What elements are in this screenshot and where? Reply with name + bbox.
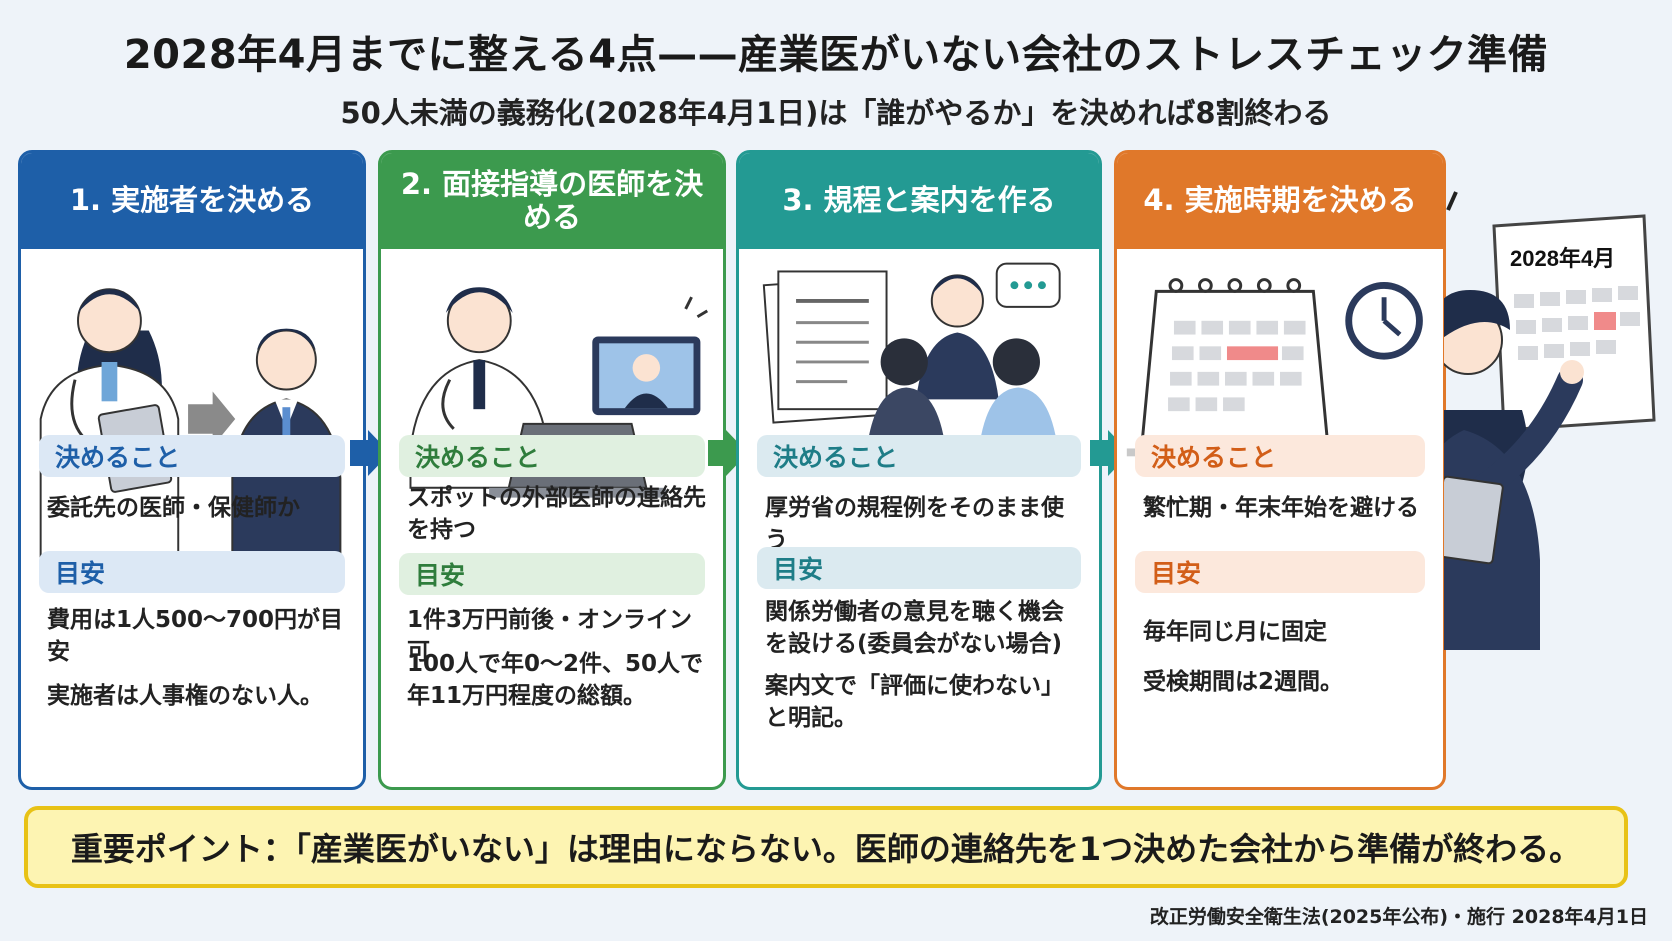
step-card-1: 1. 実施者を決める 決めること 委託先の医師・保健師か 目安 費 — [18, 150, 366, 790]
step-1-decide-label: 決めること — [39, 435, 345, 477]
presenter-illustration: 2028年4月 — [1403, 190, 1672, 670]
step-3-guide-text-2: 案内文で「評価に使わない」と明記。 — [765, 673, 1064, 731]
key-point-text: 重要ポイント：「産業医がいない」は理由にならない。医師の連絡先を1つ決めた会社か… — [70, 830, 1582, 868]
wall-calendar-icon — [1427, 191, 1656, 432]
step-1-heading: 1. 実施者を決める — [21, 153, 363, 249]
step-1-illustration — [21, 249, 363, 589]
meeting-people-icon — [866, 274, 1058, 449]
step-card-2: 2. 面接指導の医師を決める 決めること スポットの外部医師 — [378, 150, 726, 790]
step-arrow-2-icon — [708, 430, 748, 476]
step-4-decide-label: 決めること — [1135, 435, 1425, 477]
step-3-guide-label: 目安 — [757, 547, 1081, 589]
desk-calendar-icon — [1126, 278, 1353, 457]
arrow-right-icon — [188, 391, 236, 447]
step-2-guide-text-1: 1件3万円前後・オンライン可 — [407, 607, 693, 665]
step-4-guide-label: 目安 — [1135, 551, 1425, 593]
step-2-guide-text-2: 100人で年0〜2件、50人で年11万円程度の総額。 — [407, 651, 704, 709]
page-title: 2028年4月までに整える4点——産業医がいない会社のストレスチェック準備 — [123, 32, 1549, 78]
step-3-guide-text-1: 関係労働者の意見を聴く機会を設ける(委員会がない場合) — [765, 599, 1064, 657]
step-2-decide-text: スポットの外部医師の連絡先を持つ — [407, 485, 706, 543]
step-3-decide-text: 厚労省の規程例をそのまま使う — [765, 495, 1064, 553]
speech-bubble-icon — [995, 262, 1061, 308]
step-card-3: 3. 規程と案内を作る — [736, 150, 1102, 790]
step-3-heading: 3. 規程と案内を作る — [739, 153, 1099, 249]
step-4-illustration — [1117, 249, 1443, 589]
step-4-guide-text-1: 毎年同じ月に固定 — [1143, 619, 1327, 645]
step-card-4: 4. 実施時期を決める — [1114, 150, 1446, 790]
step-4-decide-text: 繁忙期・年末年始を避ける — [1143, 495, 1419, 521]
step-2-guide-label: 目安 — [399, 553, 705, 595]
step-1-decide-text: 委託先の医師・保健師か — [47, 495, 300, 521]
step-2-heading: 2. 面接指導の医師を決める — [381, 153, 723, 249]
step-1-guide-text-2: 実施者は人事権のない人。 — [47, 683, 323, 709]
step-4-guide-text-2: 受検期間は2週間。 — [1143, 669, 1344, 695]
step-1-guide-label: 目安 — [39, 551, 345, 593]
step-3-decide-label: 決めること — [757, 435, 1081, 477]
step-3-illustration — [739, 249, 1099, 589]
step-1-guide-text-1: 費用は1人500〜700円が目安 — [47, 607, 344, 665]
page-subtitle: 50人未満の義務化(2028年4月1日)は「誰がやるか」を決めれば8割終わる — [340, 96, 1332, 130]
step-4-heading: 4. 実施時期を決める — [1117, 153, 1443, 249]
key-point-banner: 重要ポイント：「産業医がいない」は理由にならない。医師の連絡先を1つ決めた会社か… — [24, 806, 1628, 888]
document-icon — [762, 270, 888, 424]
footnote: 改正労働安全衛生法(2025年公布)・施行 2028年4月1日 — [1149, 906, 1648, 928]
step-2-decide-label: 決めること — [399, 435, 705, 477]
step-arrow-3-icon — [1090, 430, 1130, 476]
clock-icon — [1345, 282, 1423, 360]
calendar-month-label: 2028年4月 — [1510, 246, 1615, 271]
step-arrow-1-icon — [350, 430, 390, 476]
video-call-monitor-icon — [592, 296, 709, 416]
